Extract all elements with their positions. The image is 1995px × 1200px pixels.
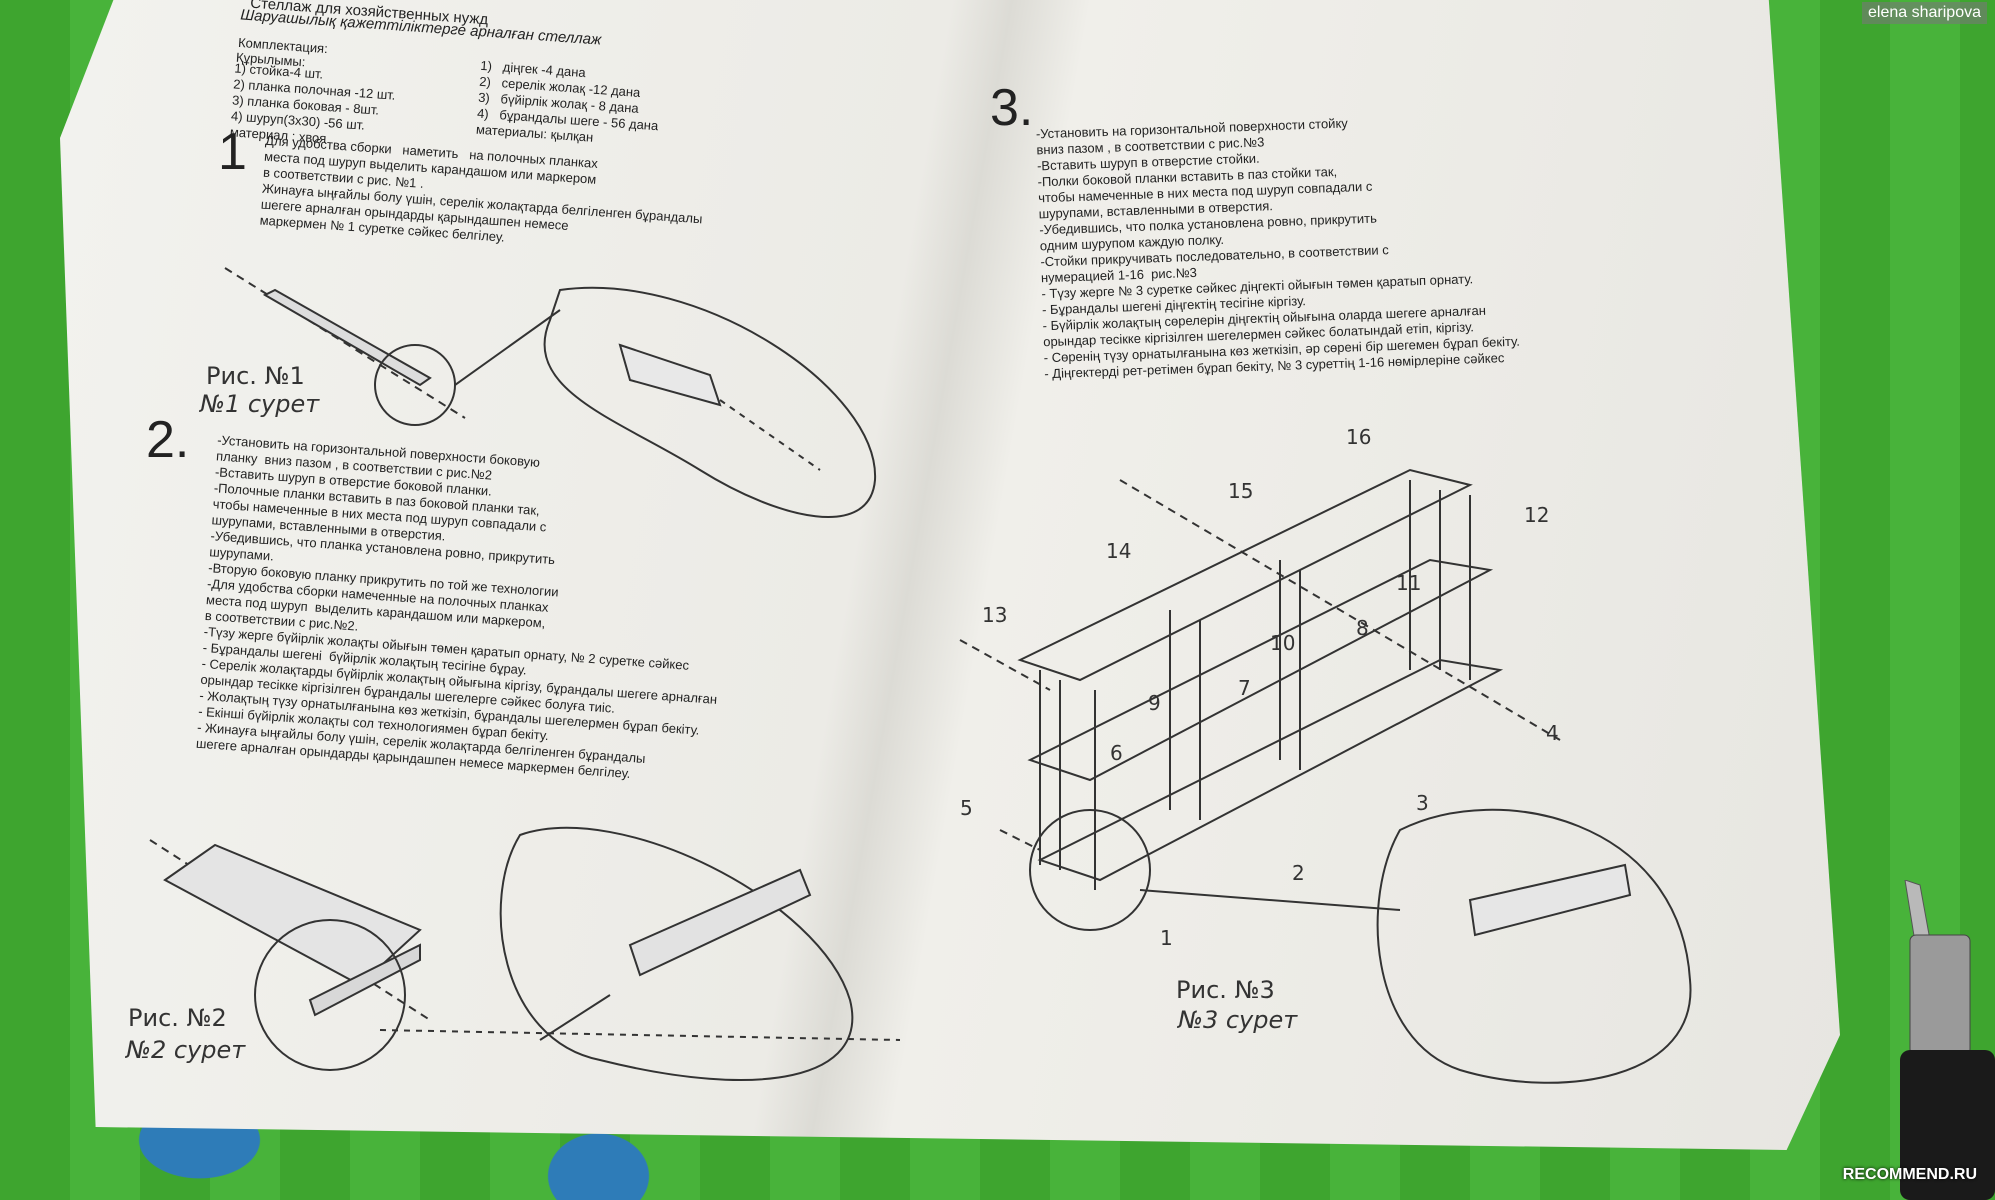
fig2-caption-ru: Рис. №2 (128, 1004, 227, 1032)
part-number: 14 (1106, 539, 1131, 563)
part-number: 9 (1148, 691, 1161, 715)
fig3-shelf-drawing (959, 468, 1692, 1084)
screwdriver-image (1900, 880, 1995, 1200)
step1-number: 1 (218, 123, 247, 181)
part-number: 3 (1416, 791, 1429, 815)
fig1-drawing (224, 267, 877, 518)
site-watermark: RECOMMEND.RU (1842, 1166, 1977, 1183)
fig1-caption-kz: №1 сурет (200, 390, 320, 418)
part-number: 4 (1546, 721, 1559, 745)
fig1-caption-ru: Рис. №1 (206, 362, 305, 390)
part-number: 6 (1110, 741, 1123, 765)
fig3-caption-ru: Рис. №3 (1176, 976, 1275, 1004)
part-number: 8 (1356, 616, 1369, 640)
part-number: 5 (960, 796, 973, 820)
part-number: 7 (1238, 676, 1251, 700)
part-number: 13 (982, 603, 1007, 627)
part-number: 2 (1292, 861, 1305, 885)
step2-number: 2. (146, 411, 190, 469)
photo-credit: elena sharipova (1862, 2, 1987, 24)
fig3-caption-kz: №3 сурет (1178, 1006, 1298, 1034)
fig2-drawing (149, 826, 901, 1081)
part-number: 15 (1228, 479, 1253, 503)
part-number: 1 (1160, 926, 1173, 950)
step3-number: 3. (990, 79, 1034, 137)
part-number: 10 (1270, 631, 1295, 655)
fig2-caption-kz: №2 сурет (126, 1036, 246, 1064)
part-number: 16 (1346, 425, 1371, 449)
fig3-part-numbers: 1 2 3 4 5 6 7 8 9 10 11 12 13 14 15 16 (960, 425, 1559, 950)
part-number: 12 (1524, 503, 1549, 527)
part-number: 11 (1396, 571, 1421, 595)
